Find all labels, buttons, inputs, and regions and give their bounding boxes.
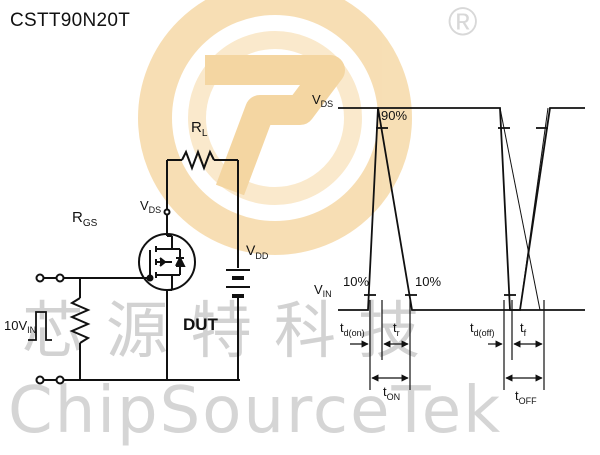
rgs-label: RGS <box>72 209 98 229</box>
vin-waveform <box>338 107 585 311</box>
td-off-label: td(off) <box>470 320 494 338</box>
vin-source-label: 10VIN <box>4 318 36 335</box>
dut-label: DUT <box>183 315 219 334</box>
tf-label: tf <box>520 320 527 338</box>
registered-mark: ® <box>448 0 477 44</box>
ton-label: tON <box>383 384 400 402</box>
pct90-label: 90% <box>381 108 407 123</box>
toff-label: tOFF <box>515 388 537 406</box>
watermark-english-text: ChipSourceTek <box>8 374 502 448</box>
watermark-chinese-text: 芯源特科技 <box>22 294 442 367</box>
vds-circuit-label: VDS <box>140 198 161 215</box>
rl-label: RL <box>191 119 208 139</box>
vdd-label: VDD <box>246 242 269 261</box>
waveform-diagram <box>338 107 585 390</box>
vin-wave-label: VIN <box>314 282 332 299</box>
vds-wave-label: VDS <box>312 92 333 109</box>
pct10-right-label: 10% <box>415 274 441 289</box>
test-circuit <box>28 149 250 385</box>
tr-label: tr <box>393 320 400 338</box>
td-on-label: td(on) <box>340 320 365 338</box>
watermark-logo-icon <box>138 0 412 255</box>
pct10-left-label: 10% <box>343 274 369 289</box>
part-number-title: CSTT90N20T <box>10 10 131 31</box>
